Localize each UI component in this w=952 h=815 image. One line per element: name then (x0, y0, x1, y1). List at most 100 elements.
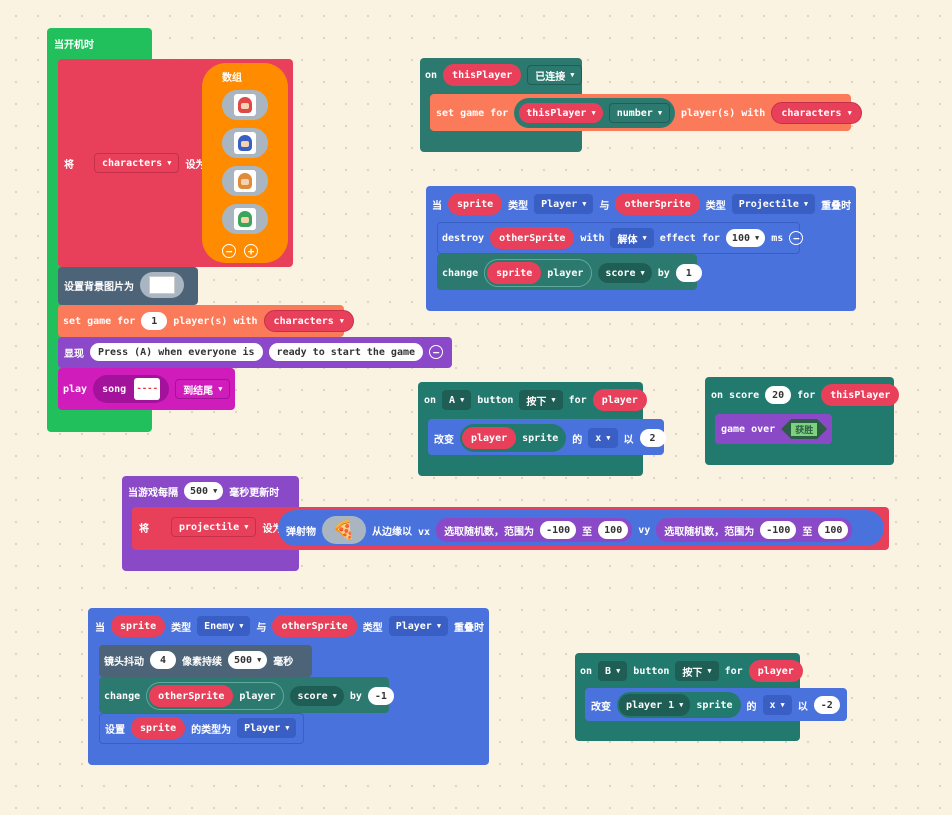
player-pill[interactable]: player (462, 427, 517, 449)
change-value-input[interactable]: -2 (813, 696, 840, 714)
axis-dropdown[interactable]: x▼ (588, 428, 618, 448)
remove-arg-icon[interactable]: − (789, 231, 804, 245)
remove-item-icon[interactable]: − (222, 244, 236, 258)
set-game-mid: player(s) with (173, 315, 258, 327)
play-label: play (63, 383, 88, 395)
shake-duration-dropdown[interactable]: 500▼ (228, 651, 268, 669)
button-state-dropdown[interactable]: 按下▼ (519, 390, 563, 410)
player-pill[interactable]: player (748, 660, 803, 682)
from-side-label: 从边缘以 vx (372, 526, 431, 538)
player-pill[interactable]: player (592, 389, 647, 411)
this-player-pill[interactable]: thisPlayer (821, 384, 900, 406)
array-sprite-slot[interactable] (222, 90, 268, 120)
chevron-down-icon: ▼ (591, 109, 596, 117)
other-sprite-pill[interactable]: otherSprite (490, 227, 575, 249)
camera-shake-block[interactable] (99, 645, 312, 677)
projectile-var-dropdown[interactable]: projectile▼ (171, 517, 257, 537)
player-sprite-reporter[interactable]: player sprite (460, 424, 567, 452)
win-boolean-input[interactable]: 获胜 (781, 419, 827, 439)
interval-dropdown[interactable]: 500▼ (184, 482, 224, 500)
kind-dropdown-player[interactable]: Player▼ (534, 194, 594, 214)
for-label: for (724, 665, 743, 677)
score-dropdown[interactable]: score▼ (290, 686, 344, 706)
game-over-label: game over (721, 423, 776, 435)
remove-arg-icon[interactable]: − (429, 345, 444, 359)
array-sprite-slot[interactable] (222, 204, 268, 234)
characters-var-dropdown[interactable]: characters▼ (94, 153, 180, 173)
projectile-image-picker[interactable]: 🍕 (322, 516, 366, 544)
chevron-down-icon: ▼ (436, 622, 442, 630)
kind-dropdown-projectile[interactable]: Projectile▼ (731, 194, 816, 214)
other-sprite-pill[interactable]: otherSprite (272, 615, 357, 637)
vy-min-input[interactable]: -100 (760, 521, 797, 539)
by-label: 以 (797, 701, 808, 713)
score-dropdown[interactable]: score▼ (598, 263, 652, 283)
this-player-pill[interactable]: thisPlayer (443, 64, 522, 86)
chevron-down-icon: ▼ (339, 317, 345, 325)
score-value-input[interactable]: 20 (765, 386, 792, 404)
change-label: change (442, 267, 479, 279)
shake-unit: 毫秒 (273, 656, 294, 668)
array-sprite-slot[interactable] (222, 166, 268, 196)
chevron-down-icon: ▼ (257, 656, 262, 664)
characters-var-pill[interactable]: characters ▼ (771, 102, 862, 124)
set-background-label: 设置背景图片为 (64, 281, 134, 293)
sprite-pill[interactable]: sprite (131, 717, 186, 739)
random-vx-reporter[interactable]: 选取随机数，范围为 -100 至 100 (436, 518, 633, 542)
player-count-input[interactable]: 1 (141, 312, 168, 330)
chevron-down-icon: ▼ (551, 396, 556, 404)
for-label: for (797, 389, 816, 401)
set-prefix: 将 (139, 523, 149, 535)
player-sprite-reporter[interactable]: player 1▼ sprite (617, 692, 741, 718)
button-label: button (633, 665, 670, 677)
change-value-input[interactable]: 2 (639, 429, 666, 447)
connected-event-dropdown[interactable]: 已连接▼ (527, 65, 583, 85)
change-label: change (104, 690, 141, 702)
chevron-down-icon: ▼ (244, 523, 249, 531)
effect-dropdown[interactable]: 解体▼ (610, 228, 654, 248)
random-vy-reporter[interactable]: 选取随机数，范围为 -100 至 100 (656, 518, 853, 542)
player-prop-dropdown[interactable]: number▼ (608, 103, 671, 123)
player-1-dropdown[interactable]: player 1▼ (619, 694, 691, 716)
chevron-down-icon: ▼ (213, 487, 218, 495)
sprite-pill[interactable]: sprite (487, 262, 542, 284)
player-dropdown[interactable]: thisPlayer▼ (519, 103, 603, 123)
background-image-picker[interactable] (140, 272, 184, 298)
characters-var-pill[interactable]: characters ▼ (263, 310, 355, 332)
vx-min-input[interactable]: -100 (540, 521, 577, 539)
vy-max-input[interactable]: 100 (818, 521, 849, 539)
axis-dropdown[interactable]: x▼ (762, 695, 792, 715)
duration-dropdown[interactable]: 100▼ (725, 229, 766, 247)
kind-label: 类型 (508, 200, 529, 212)
sprite-player-reporter[interactable]: sprite player (484, 259, 593, 287)
sprite-pill[interactable]: sprite (448, 193, 503, 215)
sprite-player-reporter[interactable]: otherSprite player (146, 682, 285, 710)
add-item-icon[interactable]: + (244, 244, 258, 258)
song-reporter[interactable]: song ---- (93, 375, 170, 403)
sprite-pill[interactable]: sprite (111, 615, 166, 637)
button-label: button (477, 394, 514, 406)
text-input-2[interactable]: ready to start the game (268, 343, 424, 361)
chevron-down-icon: ▼ (780, 701, 785, 709)
button-state-dropdown[interactable]: 按下▼ (675, 661, 719, 681)
other-sprite-pill[interactable]: otherSprite (149, 685, 234, 707)
green-hero-icon (234, 208, 256, 230)
array-sprite-slot[interactable] (222, 128, 268, 158)
change-value-input[interactable]: -1 (367, 687, 394, 705)
play-mode-dropdown[interactable]: 到结尾▼ (175, 379, 231, 399)
vx-max-input[interactable]: 100 (598, 521, 629, 539)
text-input-1[interactable]: Press (A) when everyone is (90, 343, 263, 361)
blue-hero-icon (234, 132, 256, 154)
kind-dropdown-enemy[interactable]: Enemy▼ (197, 616, 251, 636)
kind-dropdown-player[interactable]: Player▼ (237, 718, 297, 738)
other-sprite-pill[interactable]: otherSprite (615, 193, 700, 215)
change-value-input[interactable]: 1 (675, 264, 702, 282)
kind-dropdown-player[interactable]: Player▼ (388, 616, 449, 636)
shake-amount-input[interactable]: 4 (150, 651, 176, 669)
button-key-dropdown[interactable]: B▼ (598, 661, 628, 681)
chevron-down-icon: ▼ (285, 724, 290, 732)
set-prefix: 将 (64, 159, 74, 171)
player-number-reporter[interactable]: thisPlayer▼ number▼ (514, 98, 676, 128)
effect-for-label: effect for (659, 232, 720, 244)
button-key-dropdown[interactable]: A▼ (442, 390, 472, 410)
